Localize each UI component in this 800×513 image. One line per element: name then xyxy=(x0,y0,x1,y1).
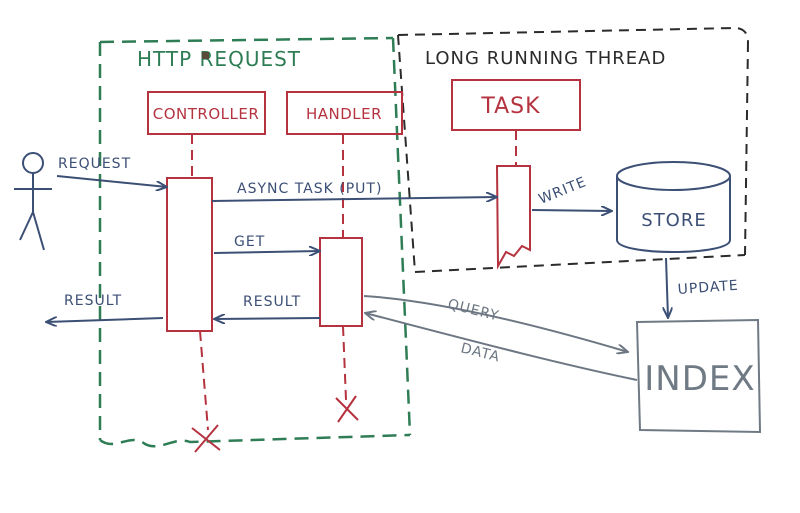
http-request-region: HTTP REQUEST xyxy=(98,36,412,448)
query-label: QUERY xyxy=(446,296,501,324)
write-message: WRITE xyxy=(531,174,612,211)
handler-participant: HANDLER xyxy=(286,91,403,423)
store-label: STORE xyxy=(641,210,706,231)
request-message: REQUEST xyxy=(56,156,167,187)
get-label: GET xyxy=(234,234,265,250)
result-out-message: RESULT xyxy=(46,293,164,322)
http-request-title: HTTP REQUEST xyxy=(137,47,301,71)
write-label: WRITE xyxy=(537,174,589,208)
handler-label: HANDLER xyxy=(306,105,382,123)
controller-activation xyxy=(166,177,213,332)
controller-participant: CONTROLLER xyxy=(147,91,266,453)
result-out-label: RESULT xyxy=(64,293,122,309)
handler-destroy-mark xyxy=(335,395,359,423)
get-message: GET xyxy=(213,234,320,253)
result-handler-label: RESULT xyxy=(243,294,301,310)
task-participant: TASK xyxy=(451,79,581,270)
pin-mark xyxy=(202,52,209,59)
result-handler-message: RESULT xyxy=(214,294,321,319)
async-task-label: ASYNC TASK (PUT) xyxy=(237,181,382,197)
store-database: STORE xyxy=(616,161,731,253)
update-label: UPDATE xyxy=(677,278,739,298)
controller-label: CONTROLLER xyxy=(153,105,260,123)
handler-activation xyxy=(319,237,363,327)
task-activation xyxy=(495,165,531,270)
user-actor-icon xyxy=(14,152,52,251)
long-running-thread-region: LONG RUNNING THREAD xyxy=(397,26,749,273)
long-running-thread-title: LONG RUNNING THREAD xyxy=(425,48,666,69)
data-label: DATA xyxy=(459,340,502,365)
request-label: REQUEST xyxy=(58,156,131,172)
task-label: TASK xyxy=(480,94,540,119)
controller-destroy-mark xyxy=(191,424,221,453)
update-message: UPDATE xyxy=(666,257,739,318)
index-box: INDEX xyxy=(635,318,762,434)
index-label: INDEX xyxy=(644,359,755,399)
async-task-message: ASYNC TASK (PUT) xyxy=(211,181,497,201)
